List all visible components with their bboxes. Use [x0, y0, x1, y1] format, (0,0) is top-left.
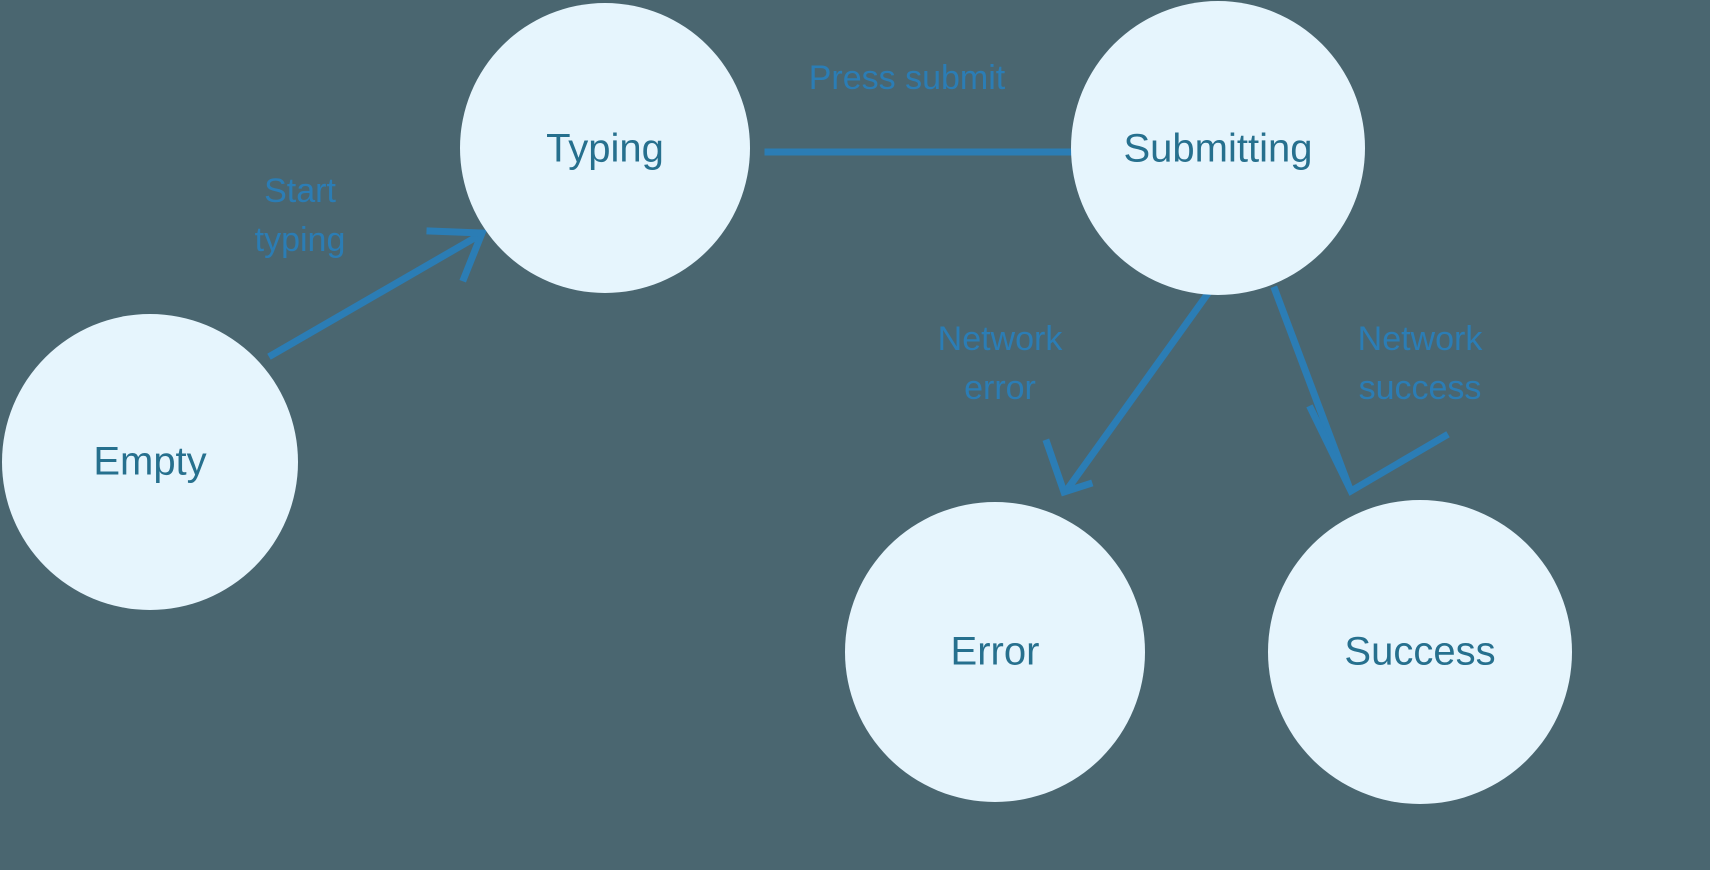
node-submitting-circle	[1071, 1, 1365, 295]
node-submitting-label: Submitting	[1124, 127, 1313, 171]
edge-submitting-to-error-line	[1064, 287, 1214, 492]
node-empty-circle	[2, 314, 298, 610]
edge-label-submitting-to-success-line2: success	[1359, 369, 1482, 407]
node-empty[interactable]: Empty	[2, 314, 298, 610]
edge-submitting-to-error-arrowhead-icon	[1042, 438, 1094, 497]
edge-submitting-to-error[interactable]	[1042, 287, 1214, 497]
node-error-circle	[845, 502, 1145, 802]
node-error-label: Error	[951, 630, 1040, 674]
node-submitting[interactable]: Submitting	[1071, 1, 1365, 295]
edge-submitting-to-success[interactable]	[1270, 285, 1450, 496]
edge-label-empty-to-typing-line2: typing	[255, 221, 346, 259]
edge-label-submitting-to-error: Network error	[938, 320, 1064, 407]
edge-submitting-to-success-line	[1270, 285, 1353, 489]
edge-label-submitting-to-error-line1: Network	[938, 320, 1064, 358]
edge-label-typing-to-submitting: Press submit	[809, 59, 1006, 97]
node-error[interactable]: Error	[845, 502, 1145, 802]
edge-label-submitting-to-error-line2: error	[964, 369, 1036, 407]
edge-label-empty-to-typing: Start typing	[255, 172, 346, 259]
edge-empty-to-typing-line	[267, 231, 483, 360]
node-empty-label: Empty	[93, 440, 206, 484]
edge-label-submitting-to-success-line1: Network	[1358, 320, 1484, 358]
node-success-label: Success	[1344, 630, 1495, 674]
edge-label-empty-to-typing-line1: Start	[264, 172, 336, 210]
edge-label-typing-to-submitting-line1: Press submit	[809, 59, 1006, 97]
edge-empty-to-typing-arrowhead-icon	[426, 227, 488, 283]
node-typing-circle	[460, 3, 750, 293]
node-success[interactable]: Success	[1268, 500, 1572, 804]
node-typing[interactable]: Typing	[460, 3, 750, 293]
edge-submitting-to-success-arrowhead-icon	[1306, 404, 1450, 496]
edge-empty-to-typing[interactable]	[267, 227, 488, 360]
node-success-circle	[1268, 500, 1572, 804]
node-typing-label: Typing	[546, 127, 664, 171]
edge-label-submitting-to-success: Network success	[1358, 320, 1484, 407]
